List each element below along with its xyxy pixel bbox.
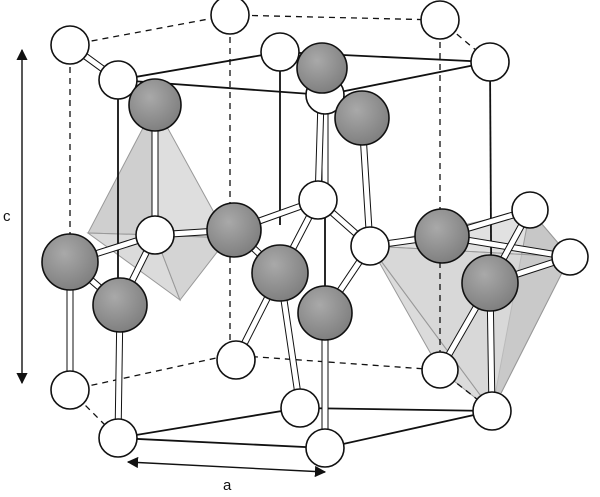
gray-atoms <box>41 42 519 341</box>
gray-atom <box>92 277 148 333</box>
white-atom <box>470 42 510 82</box>
white-atom <box>50 25 90 65</box>
white-atom <box>305 428 345 468</box>
a-dimension: a <box>126 456 327 494</box>
a-axis-arrow <box>126 456 327 478</box>
c-axis-label: c <box>3 208 11 225</box>
white-atom <box>472 391 512 431</box>
gray-atom <box>251 244 309 302</box>
gray-atom <box>128 78 182 132</box>
gray-atom <box>297 285 353 341</box>
white-atom <box>420 0 460 40</box>
white-atom <box>135 215 175 255</box>
c-dimension: c <box>3 48 28 385</box>
white-atom <box>350 226 390 266</box>
white-atom <box>216 340 256 380</box>
white-atom <box>511 191 549 229</box>
white-atom <box>280 388 320 428</box>
gray-atom <box>296 42 348 94</box>
a-axis-label: a <box>223 477 232 494</box>
white-atom <box>551 238 589 276</box>
gray-atom <box>41 233 99 291</box>
gray-atom <box>206 202 262 258</box>
white-atom <box>421 351 459 389</box>
white-atom <box>260 32 300 72</box>
gray-atom <box>461 254 519 312</box>
white-atom <box>298 180 338 220</box>
white-atom <box>50 370 90 410</box>
white-atom <box>98 418 138 458</box>
white-atom <box>98 60 138 100</box>
white-atom <box>210 0 250 35</box>
white-atoms <box>50 0 589 468</box>
gray-atom <box>414 208 470 264</box>
gray-atom <box>334 90 390 146</box>
